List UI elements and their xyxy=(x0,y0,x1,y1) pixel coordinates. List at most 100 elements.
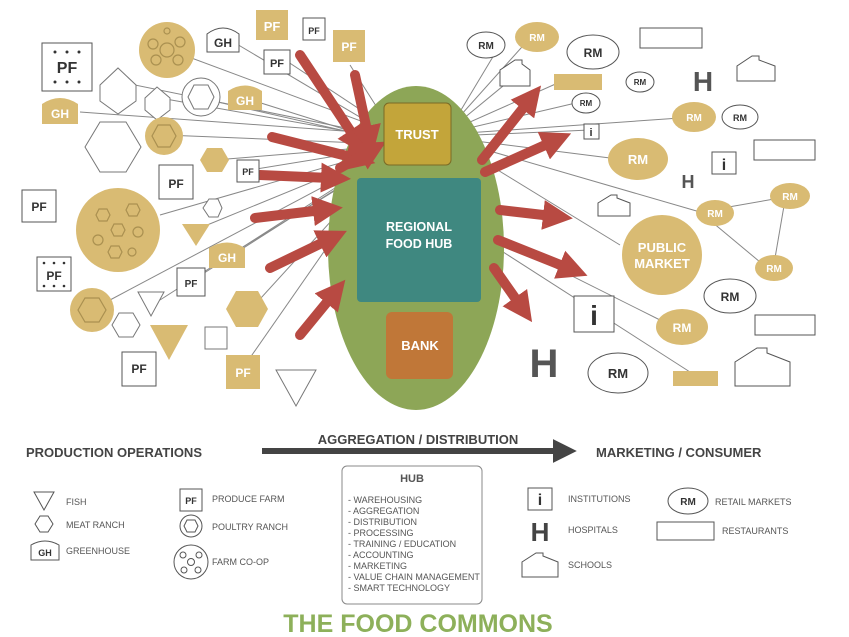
outbound-arrow xyxy=(480,131,572,177)
meat-ranch-icon xyxy=(111,312,141,338)
svg-text:RM: RM xyxy=(782,192,798,203)
svg-text:i: i xyxy=(722,157,726,174)
greenhouse-icon: GH xyxy=(42,98,78,124)
inbound-arrows xyxy=(250,50,387,340)
trust-box[interactable]: TRUST xyxy=(383,102,452,166)
svg-text:i: i xyxy=(538,492,542,509)
inbound-arrow xyxy=(295,279,346,340)
svg-text:PF: PF xyxy=(168,177,183,191)
legend-production: FISH MEAT RANCH GH GREENHOUSE PF PRODUCE… xyxy=(30,488,288,580)
svg-text:PF: PF xyxy=(131,362,146,376)
svg-text:RM: RM xyxy=(580,99,593,108)
poultry-ranch-icon xyxy=(181,77,221,117)
retail-market-icon: RM xyxy=(656,309,708,345)
svg-text:RM: RM xyxy=(478,41,494,52)
svg-text:RM: RM xyxy=(707,209,723,220)
produce-farm-icon: PF xyxy=(256,10,288,40)
produce-farm-icon: PF xyxy=(21,189,57,223)
institution-icon: i xyxy=(711,151,737,175)
produce-farm-icon: PF xyxy=(226,355,260,389)
svg-text:GH: GH xyxy=(51,107,69,121)
retail-market-icon: RM xyxy=(770,183,810,209)
legend-hospitals: HOSPITALS xyxy=(568,525,618,535)
produce-farm-icon: PF xyxy=(41,42,93,92)
produce-farm-icon: PF xyxy=(158,164,194,200)
hub-label-line1: REGIONAL xyxy=(386,220,452,234)
farm-coop-icon xyxy=(139,22,195,78)
meat-ranch-icon xyxy=(84,121,142,173)
svg-text:PF: PF xyxy=(341,40,356,54)
svg-text:RM: RM xyxy=(584,46,603,60)
regional-food-hub-box[interactable]: REGIONAL FOOD HUB xyxy=(357,178,481,302)
produce-farm-icon: PF xyxy=(263,49,291,75)
svg-text:RM: RM xyxy=(529,33,545,44)
consumer-icons: RM RM RM RM H RM RM RM i RM i H RM RM PU… xyxy=(466,22,816,394)
hub-box-title: HUB xyxy=(400,473,424,485)
legend-meat-ranch: MEAT RANCH xyxy=(66,520,125,530)
legend-greenhouse: GREENHOUSE xyxy=(66,546,130,556)
retail-market-icon: RM xyxy=(608,138,668,180)
school-icon xyxy=(499,59,531,87)
farm-coop-icon xyxy=(76,188,160,272)
public-market-icon: PUBLIC MARKET xyxy=(622,215,702,295)
bank-box[interactable]: BANK xyxy=(386,312,453,379)
svg-text:RM: RM xyxy=(733,113,747,123)
retail-market-icon: RM xyxy=(696,200,734,226)
legend-schools: SCHOOLS xyxy=(568,560,612,570)
inbound-arrow xyxy=(335,141,387,173)
restaurant-icon xyxy=(554,74,602,90)
produce-farm-icon: PF xyxy=(36,256,72,292)
hub-item: - WAREHOUSING xyxy=(348,495,422,505)
hub-item: - ACCOUNTING xyxy=(348,550,414,560)
produce-farm-icon: PF xyxy=(176,267,206,297)
svg-text:RM: RM xyxy=(608,366,628,381)
svg-text:i: i xyxy=(589,127,592,139)
svg-text:GH: GH xyxy=(214,36,232,50)
retail-market-icon: RM xyxy=(672,102,716,132)
poultry-ranch-icon xyxy=(179,514,203,538)
fish-icon xyxy=(137,291,165,318)
hub-item: - AGGREGATION xyxy=(348,506,419,516)
svg-text:GH: GH xyxy=(236,94,254,108)
svg-text:PUBLIC: PUBLIC xyxy=(638,240,687,255)
svg-text:MARKET: MARKET xyxy=(634,256,690,271)
poultry-ranch-icon xyxy=(70,288,114,332)
svg-text:GH: GH xyxy=(218,251,236,265)
retail-market-icon: RM xyxy=(721,104,759,130)
svg-text:RM: RM xyxy=(628,152,648,167)
produce-farm-icon: PF xyxy=(121,351,157,387)
hub-item: - PROCESSING xyxy=(348,528,414,538)
outbound-arrows xyxy=(477,85,588,323)
fish-icon xyxy=(275,369,317,408)
svg-text:PF: PF xyxy=(264,19,281,34)
hospital-icon: H xyxy=(693,66,713,97)
svg-text:RM: RM xyxy=(680,497,696,508)
diagram-title: THE FOOD COMMONS xyxy=(283,610,552,637)
meat-ranch-icon xyxy=(226,291,268,327)
svg-text:PF: PF xyxy=(242,167,254,177)
legend-fish: FISH xyxy=(66,497,87,507)
retail-market-icon: RM xyxy=(703,278,757,314)
poultry-ranch-icon xyxy=(145,117,183,155)
outbound-arrow xyxy=(493,235,588,279)
retail-market-icon: RM xyxy=(566,34,620,70)
svg-text:i: i xyxy=(590,300,598,331)
retail-market-icon: RM xyxy=(667,487,709,515)
meat-ranch-icon xyxy=(202,198,223,218)
svg-text:RM: RM xyxy=(686,113,702,124)
institution-icon: i xyxy=(573,295,615,333)
hub-item: - SMART TECHNOLOGY xyxy=(348,583,450,593)
greenhouse-icon: GH xyxy=(228,85,262,110)
flow-label-aggregation: AGGREGATION / DISTRIBUTION xyxy=(318,432,519,447)
legend-farm-coop: FARM CO-OP xyxy=(212,557,269,567)
school-icon xyxy=(597,194,631,217)
farm-coop-icon xyxy=(173,544,209,580)
hub-item: - TRAINING / EDUCATION xyxy=(348,539,456,549)
hub-label-line2: FOOD HUB xyxy=(386,237,453,251)
hospital-icon: H xyxy=(682,172,695,192)
fish-icon xyxy=(182,224,210,246)
meat-ranch-icon xyxy=(34,515,54,533)
legend-produce-farm: PRODUCE FARM xyxy=(212,494,285,504)
institution-icon: i xyxy=(583,123,600,140)
